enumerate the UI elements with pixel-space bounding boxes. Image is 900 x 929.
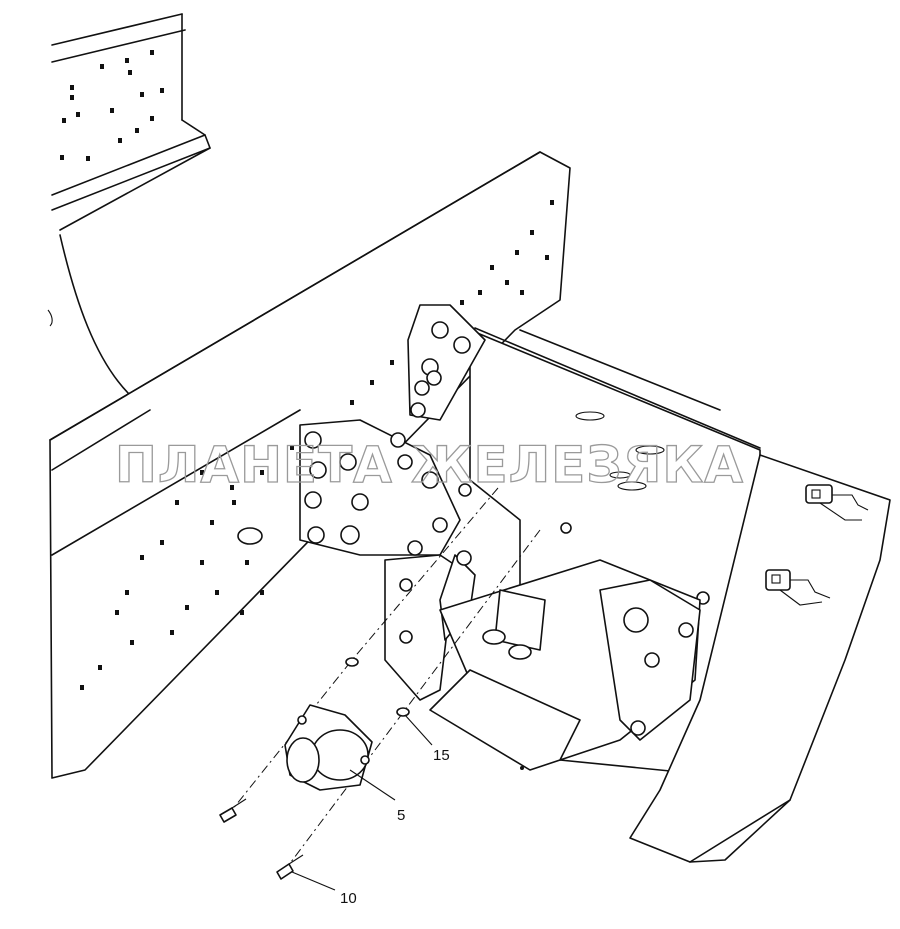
- callout-10: 10: [340, 890, 357, 907]
- leader-line-15: [404, 714, 433, 746]
- support-plate: [384, 550, 701, 771]
- frame-rail-upper: [51, 13, 211, 231]
- connector-upper: [805, 484, 869, 521]
- connector-lower: [765, 569, 831, 606]
- leader-line-5: [349, 769, 396, 801]
- callout-15: 15: [433, 747, 450, 764]
- part-5-assembly: [284, 704, 373, 791]
- rear-panel: [629, 454, 891, 863]
- leader-line-10: [291, 871, 336, 891]
- mounting-bracket: [299, 304, 486, 556]
- watermark-text: ПЛАНЕТА ЖЕЛЕЗЯКА: [115, 436, 744, 494]
- bolt-10: [219, 798, 304, 880]
- bracket-bolts: [304, 321, 471, 556]
- callout-5: 5: [397, 807, 405, 824]
- washer-15: [345, 657, 410, 717]
